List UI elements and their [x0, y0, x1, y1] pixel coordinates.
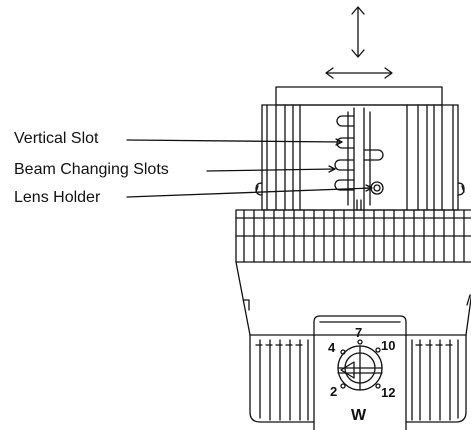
- dial-number-2: 2: [330, 384, 337, 399]
- dial-number-7: 7: [355, 325, 362, 340]
- vertical-arrow-icon: [351, 6, 365, 58]
- dial-number-4: 4: [328, 340, 336, 355]
- dial-number-10: 10: [381, 338, 395, 353]
- dial-plate: [313, 315, 407, 430]
- carriage: [334, 107, 384, 211]
- knurled-collar: [235, 209, 471, 263]
- label-vertical-slot: Vertical Slot: [14, 130, 99, 147]
- dial-mark-w: W: [351, 407, 367, 424]
- horizontal-arrow-icon: [325, 67, 393, 79]
- dial-numbers: 4 7 10 2 12 W: [328, 325, 395, 424]
- tapered-body: [235, 261, 471, 336]
- label-beam-changing-slots: Beam Changing Slots: [14, 161, 169, 178]
- label-lens-holder: Lens Holder: [14, 189, 101, 206]
- upper-housing: [255, 104, 465, 211]
- leader-lines: [126, 138, 373, 198]
- dial-number-12: 12: [381, 385, 395, 400]
- lower-knurl-right: [405, 334, 467, 423]
- lower-knurl-left: [249, 334, 315, 423]
